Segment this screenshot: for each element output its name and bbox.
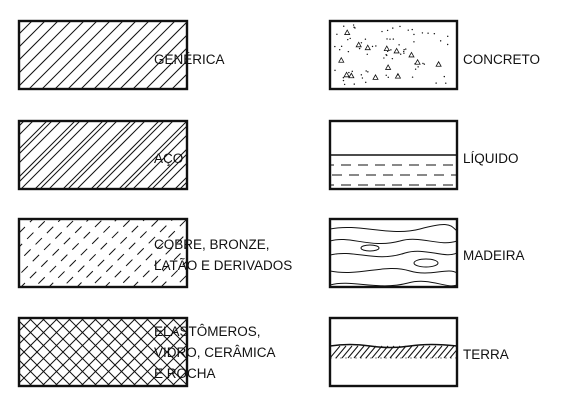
swatch-cobre	[17, 217, 189, 289]
wood-grain-pattern	[330, 224, 457, 287]
swatch-madeira	[328, 217, 459, 289]
legend-item-liquido: LÍQUIDO	[328, 119, 519, 191]
liquid-dashes-pattern	[330, 154, 457, 186]
swatch-generica	[17, 19, 189, 91]
stipple-triangles-pattern	[334, 24, 449, 86]
swatch-liquido	[328, 119, 459, 191]
earth-hatch-pattern	[330, 343, 457, 359]
swatch-concreto	[328, 19, 459, 91]
diagonal-hatch-pattern	[19, 21, 187, 89]
legend-item-madeira: MADEIRA	[328, 217, 525, 289]
diagonal-hatch-double-pattern	[19, 121, 187, 189]
cross-hatch-pattern	[19, 318, 187, 386]
legend-item-concreto: CONCRETO	[328, 19, 540, 91]
label-terra-line-1: TERRA	[463, 347, 509, 362]
dashed-diagonal-pattern	[19, 219, 187, 287]
label-aco-line-1: AÇO	[154, 151, 183, 166]
label-elastomeros-line-2: VIDRO, CERÂMICA	[154, 345, 276, 360]
legend-item-aco: AÇO	[17, 119, 189, 191]
swatch-elastomeros	[17, 316, 189, 388]
label-elastomeros-line-1: ELASTÔMEROS,	[154, 324, 261, 339]
legend-item-cobre: COBRE, BRONZE, LATÃO E DERIVADOS	[17, 217, 292, 289]
legend-item-elastomeros: ELASTÔMEROS, VIDRO, CERÂMICA E ROCHA	[17, 316, 276, 388]
label-elastomeros-line-3: E ROCHA	[154, 366, 216, 381]
label-cobre-line-1: COBRE, BRONZE,	[154, 237, 270, 252]
swatch-terra	[328, 316, 459, 388]
label-concreto-line-1: CONCRETO	[463, 52, 540, 67]
legend-item-generica: GENÉRICA	[17, 19, 225, 91]
label-madeira-line-1: MADEIRA	[463, 248, 525, 263]
label-liquido-line-1: LÍQUIDO	[463, 151, 519, 166]
legend-item-terra: TERRA	[328, 316, 509, 388]
label-cobre-line-2: LATÃO E DERIVADOS	[154, 258, 292, 273]
swatch-aco	[17, 119, 189, 191]
label-generica-line-1: GENÉRICA	[154, 52, 225, 67]
